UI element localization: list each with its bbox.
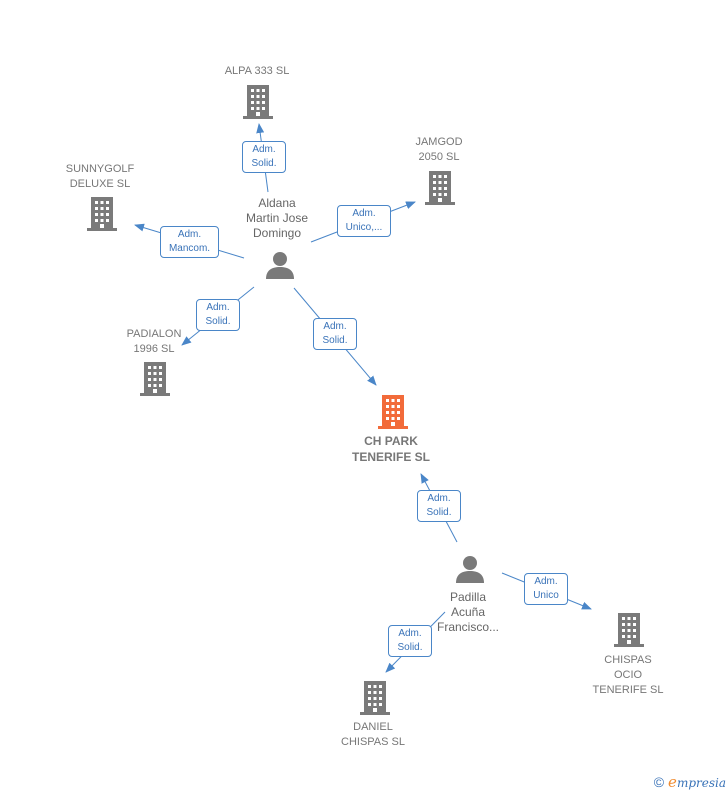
chispas-ocio-building-icon[interactable] xyxy=(614,613,644,647)
daniel-building-icon[interactable] xyxy=(360,681,390,715)
chpark-building-icon[interactable] xyxy=(378,395,408,429)
node-label-jamgod[interactable]: JAMGOD 2050 SL xyxy=(415,136,463,163)
node-label-sunnygolf[interactable]: SUNNYGOLF DELUXE SL xyxy=(65,163,135,190)
jamgod-building-icon[interactable] xyxy=(425,171,455,205)
relation-badge-padilla-chpark[interactable]: Adm. Solid. xyxy=(417,490,461,522)
sunnygolf-building-icon[interactable] xyxy=(87,197,117,231)
relation-badge-aldana-chpark[interactable]: Adm. Solid. xyxy=(313,318,357,350)
copyright-icon: © xyxy=(653,774,665,790)
padialon-building-icon[interactable] xyxy=(140,362,170,396)
padilla-person-icon[interactable] xyxy=(456,556,484,583)
aldana-person-icon[interactable] xyxy=(266,252,294,279)
node-label-daniel[interactable]: DANIEL CHISPAS SL xyxy=(341,721,405,748)
brand-e: e xyxy=(668,773,677,791)
node-label-chpark[interactable]: CH PARK TENERIFE SL xyxy=(351,434,431,464)
relation-badge-aldana-sunnygolf[interactable]: Adm. Mancom. xyxy=(160,226,219,258)
brand-rest: mpresia xyxy=(676,776,726,790)
relation-badge-aldana-padialon[interactable]: Adm. Solid. xyxy=(196,299,240,331)
alpa-building-icon[interactable] xyxy=(243,85,273,119)
relation-badge-aldana-jamgod[interactable]: Adm. Unico,... xyxy=(337,205,391,237)
node-label-padialon[interactable]: PADIALON 1996 SL xyxy=(126,328,182,355)
node-label-padilla[interactable]: Padilla Acuña Francisco... xyxy=(436,590,500,634)
relation-badge-padilla-chispas-ocio[interactable]: Adm. Unico xyxy=(524,573,568,605)
relation-badge-padilla-daniel[interactable]: Adm. Solid. xyxy=(388,625,432,657)
empresia-logo[interactable]: © empresia xyxy=(654,773,726,791)
node-label-alpa[interactable]: ALPA 333 SL xyxy=(224,65,290,77)
relation-badge-aldana-alpa[interactable]: Adm. Solid. xyxy=(242,141,286,173)
node-label-chispas-ocio[interactable]: CHISPAS OCIO TENERIFE SL xyxy=(592,654,664,696)
node-label-aldana[interactable]: Aldana Martin Jose Domingo xyxy=(245,196,309,240)
